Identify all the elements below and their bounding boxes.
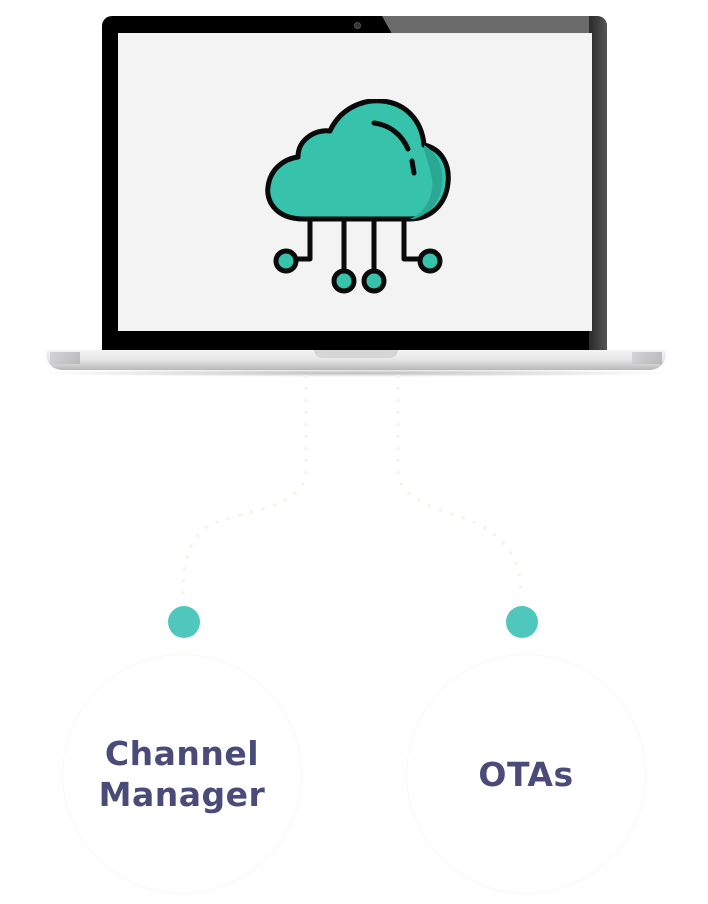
laptop-lid xyxy=(102,16,607,356)
edge-channel-manager xyxy=(181,375,308,597)
camera-icon xyxy=(354,22,361,29)
node-channel-manager: Channel Manager xyxy=(62,654,302,894)
connector-dot-channel-manager xyxy=(168,606,200,638)
lid-glare-side xyxy=(589,16,607,356)
laptop-base xyxy=(46,350,666,370)
node-label-channel-manager: Channel Manager xyxy=(98,734,266,814)
laptop-screen xyxy=(118,33,592,331)
base-speaker-left xyxy=(50,352,80,364)
connector-dot-otas xyxy=(506,606,538,638)
cloud-network-icon xyxy=(265,99,451,294)
base-speaker-right xyxy=(632,352,662,364)
node-label-otas: OTAs xyxy=(478,754,574,794)
edge-otas xyxy=(396,375,523,597)
cloud-shape xyxy=(265,99,451,222)
base-notch xyxy=(314,350,398,358)
node-otas: OTAs xyxy=(406,654,646,894)
lid-glare xyxy=(382,16,607,34)
laptop-shadow xyxy=(30,369,680,377)
